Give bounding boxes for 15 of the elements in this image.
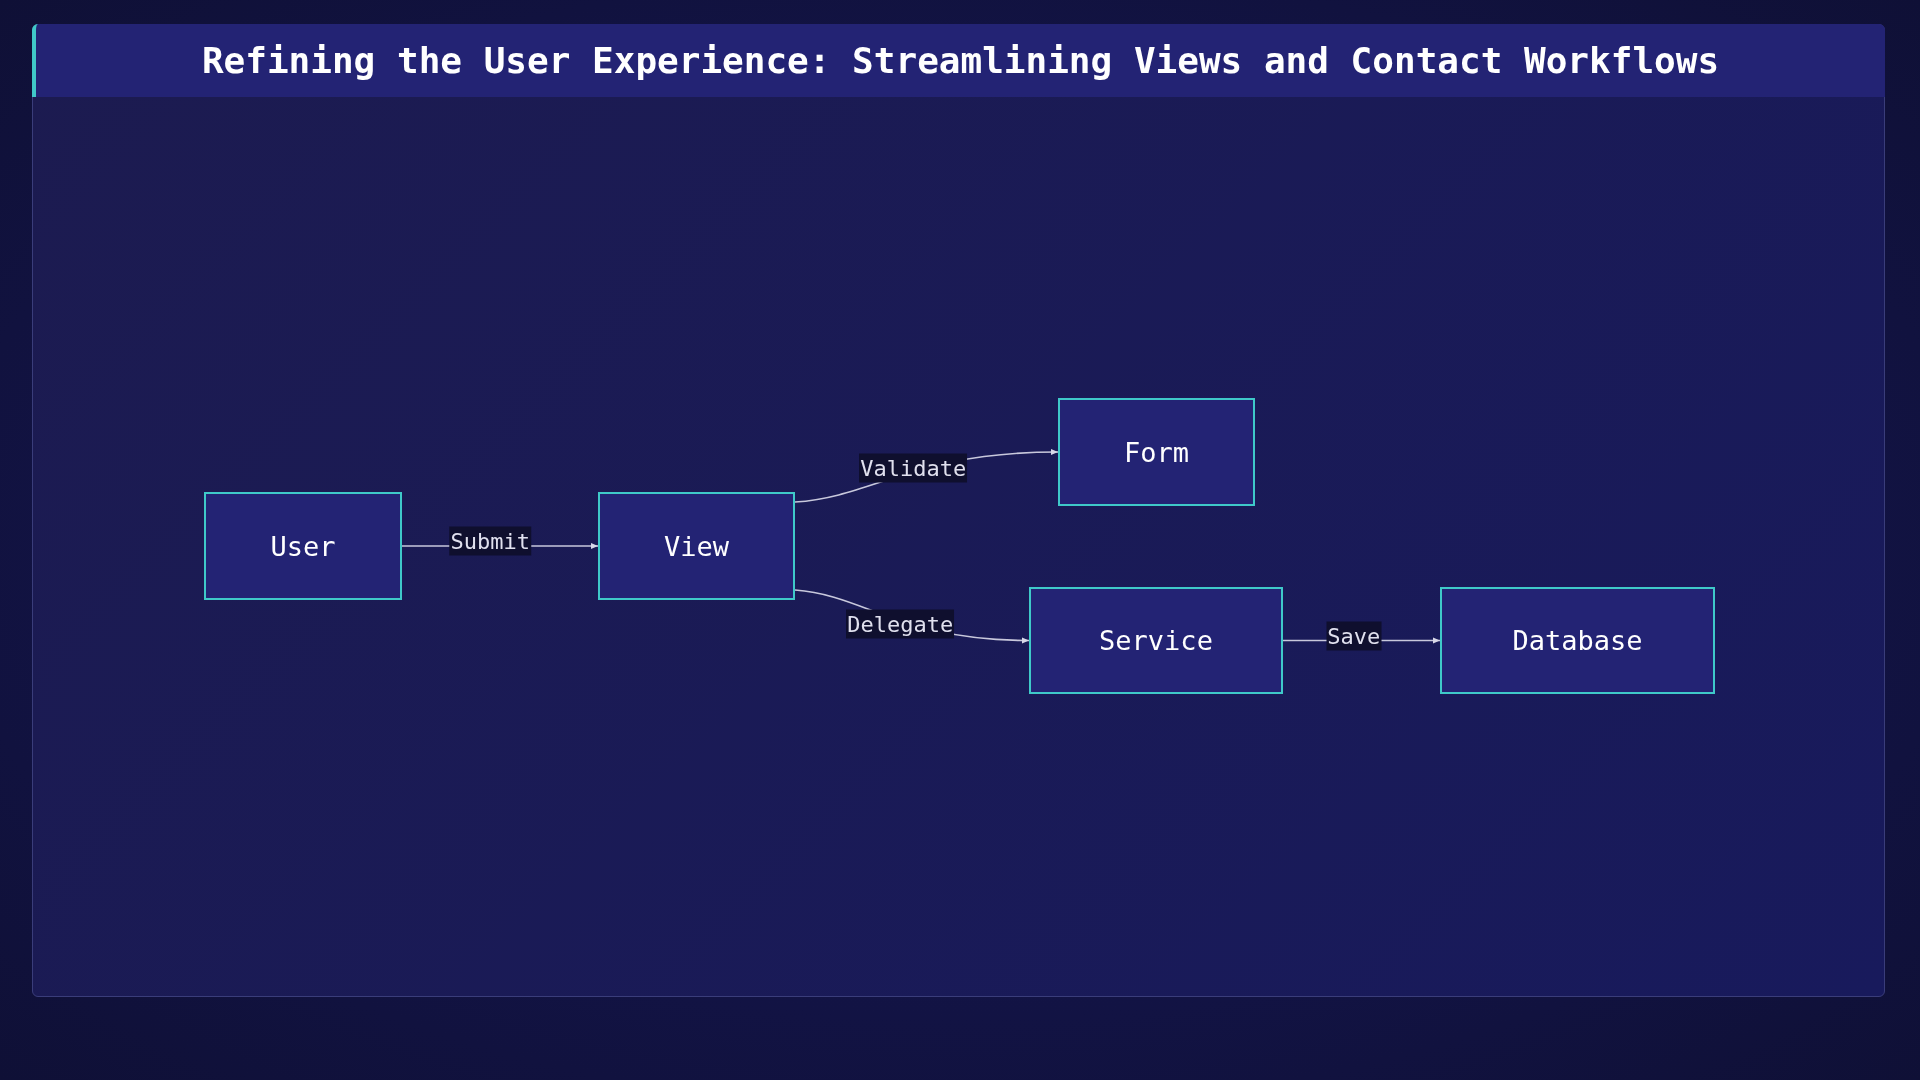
node-label: User [270,530,336,562]
edge-label: Validate [859,453,968,483]
process-box [204,492,402,600]
edge-label: Delegate [846,609,955,639]
process-box [1440,587,1715,694]
edge-label: Submit [449,526,531,556]
process-box [1029,587,1283,694]
title: Refining the User Experience: Streamlining Views and Contact Workflows [32,24,1885,97]
node-label: Database [1512,625,1643,656]
edge-label: Save [1326,621,1382,650]
process-box [1058,398,1255,506]
node-label: Service [1099,625,1213,656]
process-box [598,492,795,600]
node-label: Form [1124,436,1189,468]
node-label: View [664,530,729,562]
